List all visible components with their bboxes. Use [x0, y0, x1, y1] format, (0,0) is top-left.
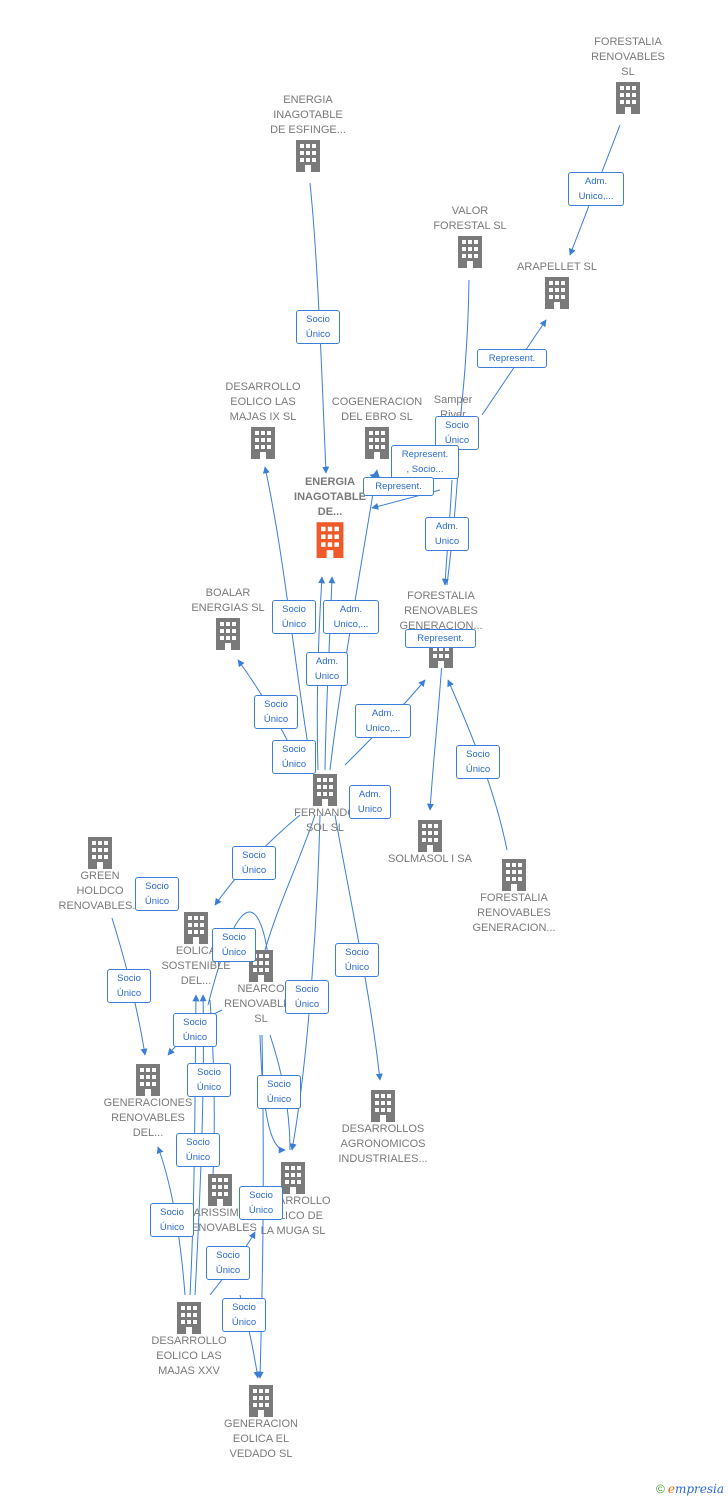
node-nearco-renovables[interactable]: NEARCO RENOVABLES SL	[191, 948, 331, 1027]
building-icon	[415, 818, 445, 852]
brand-logo-text: mpresia	[674, 1482, 724, 1496]
node-label: DESARROLLO EOLICO LAS MAJAS XXV	[151, 1335, 227, 1377]
copyright-symbol: ©	[655, 1482, 665, 1496]
node-label: ENERGIA INAGOTABLE DE...	[294, 476, 366, 518]
building-icon	[313, 520, 347, 558]
relation-label[interactable]: Socio Único	[435, 416, 479, 450]
node-label: DESARROLLOS AGRONOMICOS INDUSTRIALES...	[338, 1123, 428, 1165]
node-label: COGENERACION DEL EBRO SL	[331, 396, 423, 423]
node-desarrollo-majas-xxv[interactable]: DESARROLLO EOLICO LAS MAJAS XXV	[119, 1300, 259, 1379]
relation-label[interactable]: Represent.	[477, 349, 547, 368]
relation-label[interactable]: Socio Único	[222, 1298, 266, 1332]
node-fernando-sol[interactable]: FERNANDO SOL SL	[255, 772, 395, 836]
relation-label[interactable]: Represent.	[363, 477, 434, 496]
edge	[207, 911, 269, 1006]
node-label: GREEN HOLDCO RENOVABLES...	[58, 870, 142, 912]
node-boalar-energias[interactable]: BOALAR ENERGIAS SL	[158, 586, 298, 650]
node-desarrollo-majas-ix[interactable]: DESARROLLO EOLICO LAS MAJAS IX SL	[193, 380, 333, 459]
node-label: ARAPELLET SL	[517, 261, 597, 273]
relation-label[interactable]: Adm. Unico,...	[323, 600, 379, 634]
building-icon	[213, 616, 243, 650]
node-label: NEARCO RENOVABLES SL	[224, 983, 298, 1025]
building-icon	[455, 234, 485, 268]
building-icon	[293, 138, 323, 172]
node-label: FORESTALIA RENOVABLES GENERACION...	[399, 590, 483, 632]
node-green-holdco[interactable]: GREEN HOLDCO RENOVABLES...	[30, 835, 170, 914]
node-cogeneracion-ebro[interactable]: COGENERACION DEL EBRO SL	[307, 395, 447, 459]
relation-label[interactable]: Socio Único	[150, 1203, 194, 1237]
relation-label[interactable]: Socio Único	[212, 928, 256, 962]
building-icon	[542, 275, 572, 309]
relation-label[interactable]: Socio Único	[173, 1013, 217, 1047]
edge	[426, 644, 444, 811]
node-label: FORESTALIA RENOVABLES SL	[591, 36, 665, 78]
relation-label[interactable]: Adm. Unico,...	[355, 704, 411, 738]
relation-label[interactable]: Represent. , Socio...	[391, 445, 459, 479]
building-icon	[362, 425, 392, 459]
node-label: SOLMASOL I SA	[388, 853, 472, 865]
relation-label[interactable]: Socio Único	[206, 1246, 250, 1280]
relation-label[interactable]: Socio Único	[176, 1133, 220, 1167]
relation-label[interactable]: Adm. Unico	[425, 517, 469, 551]
node-label: EOLICA SOSTENIBLE DEL...	[161, 945, 231, 987]
relation-label[interactable]: Socio Único	[254, 695, 298, 729]
relation-label[interactable]: Socio Único	[456, 745, 500, 779]
building-icon	[174, 1300, 204, 1334]
node-forestalia-generacion-2[interactable]: FORESTALIA RENOVABLES GENERACION...	[444, 857, 584, 936]
brand-logo-e: e	[667, 1482, 675, 1496]
node-label: VALOR FORESTAL SL	[433, 205, 507, 232]
node-eolica-sostenible[interactable]: EOLICA SOSTENIBLE DEL...	[126, 910, 266, 989]
building-icon	[85, 835, 115, 869]
node-forestalia-renovables[interactable]: FORESTALIA RENOVABLES SL	[558, 35, 698, 114]
node-energia-inagotable-center[interactable]: ENERGIA INAGOTABLE DE...	[260, 475, 400, 558]
relation-label[interactable]: Socio Único	[187, 1063, 231, 1097]
node-generacion-vedado[interactable]: GENERACION EOLICA EL VEDADO SL	[191, 1383, 331, 1462]
building-icon	[499, 857, 529, 891]
footer-brand[interactable]: ©empresia	[656, 1482, 724, 1496]
relation-label[interactable]: Socio Único	[285, 980, 329, 1014]
node-label: ENERGIA INAGOTABLE DE ESFINGE...	[270, 94, 346, 136]
node-valor-forestal[interactable]: VALOR FORESTAL SL	[400, 204, 540, 268]
node-label: FORESTALIA RENOVABLES GENERACION...	[472, 892, 556, 934]
edge	[329, 469, 380, 771]
relation-label[interactable]: Socio Único	[232, 846, 276, 880]
relation-label[interactable]: Socio Único	[135, 877, 179, 911]
relation-label[interactable]: Adm. Unico	[349, 785, 391, 819]
relation-label[interactable]: Socio Único	[335, 943, 379, 977]
node-label: CARISSIMOS RENOVABLES	[183, 1207, 257, 1234]
node-label: DESARROLLO EOLICO LAS MAJAS IX SL	[225, 381, 301, 423]
building-icon	[368, 1088, 398, 1122]
node-energia-inagotable-esfinge[interactable]: ENERGIA INAGOTABLE DE ESFINGE...	[238, 93, 378, 172]
node-label: FERNANDO SOL SL	[294, 807, 356, 834]
node-arapellet[interactable]: ARAPELLET SL	[487, 260, 627, 309]
relation-label[interactable]: Socio Único	[296, 310, 340, 344]
building-icon	[246, 1383, 276, 1417]
relation-label[interactable]: Socio Único	[272, 740, 316, 774]
node-label: GENERACION EOLICA EL VEDADO SL	[224, 1418, 298, 1460]
relation-label[interactable]: Socio Único	[272, 600, 316, 634]
edge	[259, 1034, 286, 1154]
node-carissimos[interactable]: CARISSIMOS RENOVABLES	[150, 1172, 290, 1236]
node-desarrollos-agronomicos[interactable]: DESARROLLOS AGRONOMICOS INDUSTRIALES...	[313, 1088, 453, 1167]
building-icon	[310, 772, 340, 806]
building-icon	[248, 425, 278, 459]
relation-label[interactable]: Represent.	[405, 629, 476, 648]
node-generaciones-renovables[interactable]: GENERACIONES RENOVABLES DEL...	[78, 1062, 218, 1141]
relation-label[interactable]: Adm. Unico,...	[568, 172, 624, 206]
relation-label[interactable]: Socio Único	[107, 969, 151, 1003]
node-label: GENERACIONES RENOVABLES DEL...	[103, 1097, 193, 1139]
building-icon	[133, 1062, 163, 1096]
node-label: BOALAR ENERGIAS SL	[191, 587, 265, 614]
building-icon	[613, 80, 643, 114]
node-solmasol[interactable]: SOLMASOL I SA	[360, 818, 500, 867]
relation-label[interactable]: Socio Único	[257, 1075, 301, 1109]
relation-label[interactable]: Socio Único	[239, 1186, 283, 1220]
edge	[264, 814, 316, 951]
building-icon	[181, 910, 211, 944]
relation-label[interactable]: Adm. Unico	[306, 652, 348, 686]
